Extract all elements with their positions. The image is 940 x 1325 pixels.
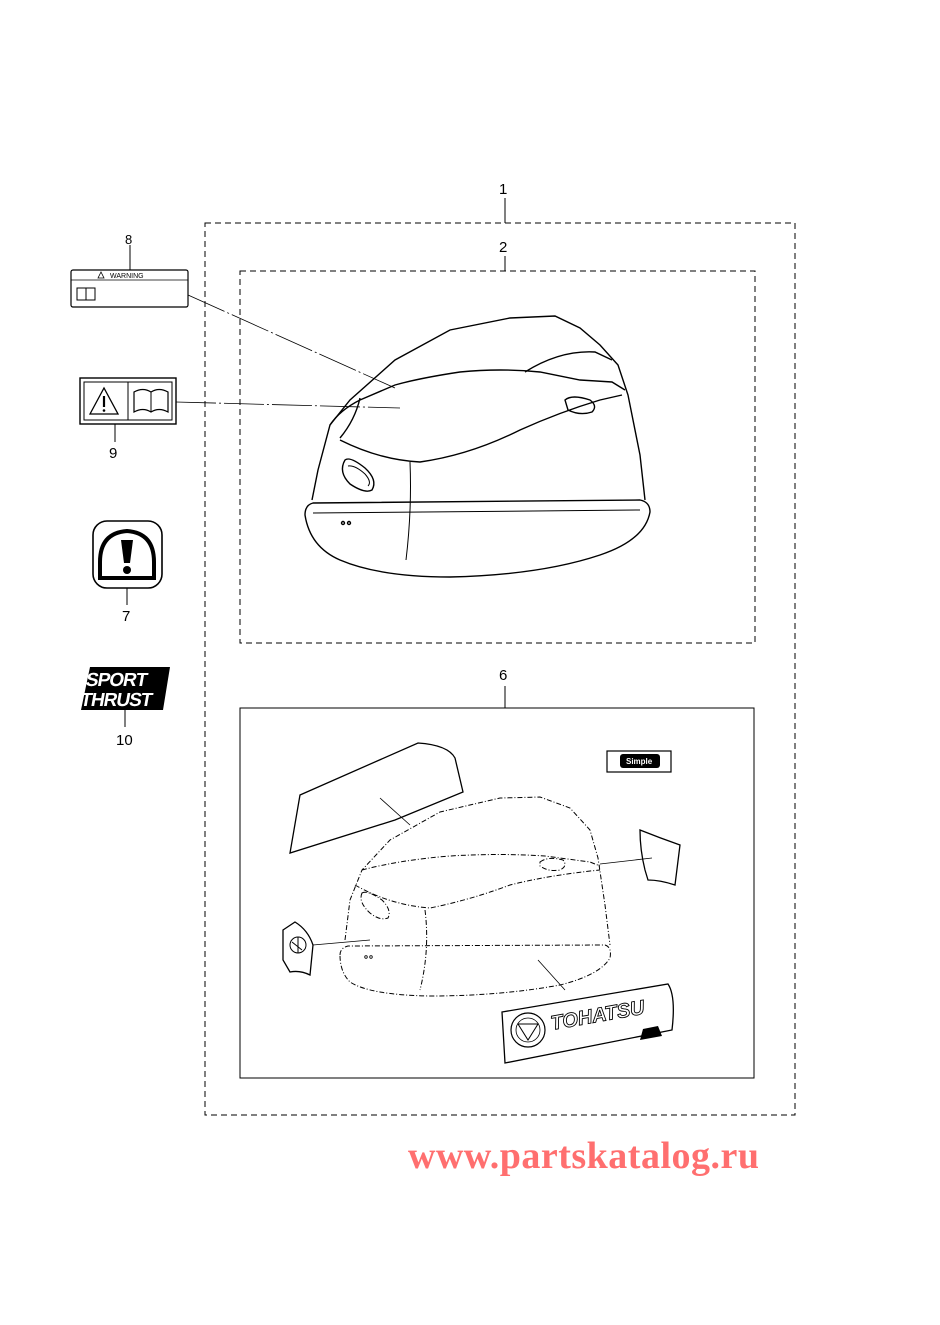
watermark: www.partskatalog.ru bbox=[408, 1135, 760, 1177]
callout-7: 7 bbox=[122, 608, 130, 625]
decal-set-frame-6 bbox=[239, 707, 755, 1079]
cover-outline-dashed bbox=[339, 796, 611, 997]
callout-8: 8 bbox=[125, 232, 132, 247]
sport-thrust-decal-10: SPORT THRUST 10 bbox=[79, 667, 170, 749]
warning-text: WARNING bbox=[110, 273, 144, 280]
callout-1: 1 bbox=[499, 181, 507, 198]
callout-6: 6 bbox=[499, 667, 507, 684]
tohatsu-decal: TOHATSU bbox=[501, 959, 674, 1064]
thrust-text: THRUST bbox=[79, 690, 155, 711]
side-decal-left bbox=[282, 921, 371, 977]
cover-frame-2 bbox=[239, 270, 756, 644]
callout-2: 2 bbox=[499, 239, 507, 256]
simple-text: Simple bbox=[626, 757, 653, 766]
callout-10: 10 bbox=[116, 732, 133, 749]
top-decal bbox=[289, 742, 464, 854]
simple-badge-decal: Simple bbox=[606, 750, 672, 773]
assembly-frame-1 bbox=[204, 222, 796, 1116]
caution-decal-9: 9 bbox=[79, 377, 401, 462]
sport-text: SPORT bbox=[84, 670, 149, 691]
caution-decal-7: 7 bbox=[92, 520, 163, 625]
warning-decal-8: 8 WARNING bbox=[70, 232, 396, 389]
callout-9: 9 bbox=[109, 445, 117, 462]
engine-cover bbox=[304, 315, 651, 578]
side-decal-right bbox=[599, 829, 681, 886]
